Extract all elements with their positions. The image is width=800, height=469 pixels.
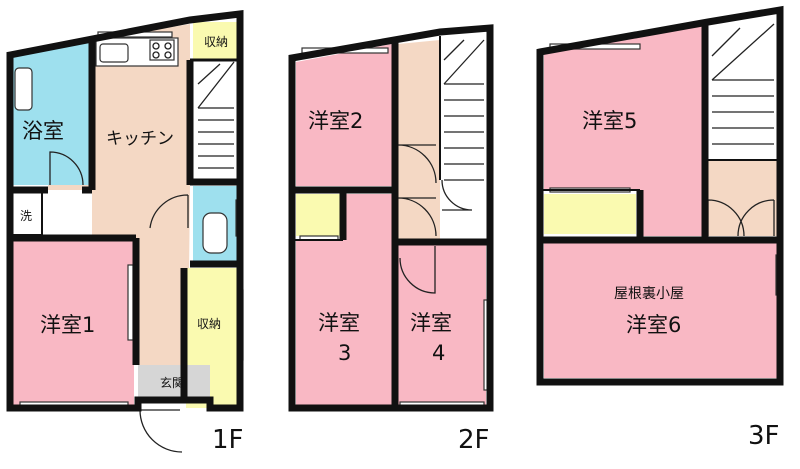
label-room-3b: 3 — [338, 341, 351, 365]
room-6 — [544, 242, 778, 378]
walls-3f — [536, 5, 784, 386]
label-storage-top: 収納 — [204, 35, 228, 49]
room-2 — [296, 44, 392, 186]
label-room-4b: 4 — [432, 341, 445, 365]
laundry-area — [12, 193, 42, 235]
label-room-2: 洋室2 — [308, 109, 363, 133]
stair-lines-2f — [443, 39, 485, 181]
sink-icon — [99, 43, 129, 63]
kitchen-door-icon — [149, 194, 189, 229]
label-room-6: 洋室6 — [626, 313, 681, 337]
floor-3f: 洋室5 屋根裏小屋 洋室6 3F — [536, 5, 784, 451]
label-floor-1f: 1F — [212, 425, 244, 455]
label-storage-bottom: 収納 — [197, 317, 221, 331]
label-attic: 屋根裏小屋 — [614, 285, 684, 302]
stove-icon — [149, 39, 175, 61]
room-3 — [296, 194, 392, 405]
stair-lines-3f — [711, 23, 775, 145]
bathtub-icon — [14, 67, 33, 111]
storage-top — [193, 22, 238, 60]
floor-1f: 浴室 キッチン 収納 収納 洗 洋室1 玄関 1F — [6, 10, 244, 455]
toilet-icon — [202, 212, 228, 254]
stair-lines-1f — [197, 61, 235, 169]
label-bedroom-1: 洋室1 — [40, 313, 95, 337]
entrance-door-icon — [139, 409, 183, 453]
bath-door-icon — [49, 151, 84, 186]
bedroom-1 — [12, 240, 134, 405]
hall-3f — [708, 160, 778, 236]
walls-1f — [6, 10, 244, 412]
entrance-area — [138, 365, 210, 399]
label-room-5: 洋室5 — [582, 109, 637, 133]
label-room-3a: 洋室 — [318, 311, 360, 335]
kitchen-area — [48, 24, 190, 365]
label-bath: 浴室 — [22, 119, 64, 143]
label-entrance: 玄関 — [160, 375, 184, 390]
stairs-1f — [193, 60, 238, 178]
room-4 — [398, 244, 486, 405]
stairs-3f — [708, 14, 778, 160]
label-floor-3f: 3F — [748, 421, 780, 451]
label-laundry: 洗 — [20, 209, 32, 223]
label-kitchen: キッチン — [106, 129, 174, 149]
storage-2f — [296, 194, 341, 236]
bath-room — [12, 40, 92, 185]
room-5 — [544, 26, 702, 236]
walls-2f — [288, 24, 494, 412]
label-floor-2f: 2F — [458, 425, 490, 455]
label-room-4a: 洋室 — [410, 311, 452, 335]
hall-2f — [398, 40, 440, 240]
floor-2f: 洋室2 洋室 3 洋室 4 2F — [288, 24, 494, 455]
storage-3f — [544, 194, 636, 234]
